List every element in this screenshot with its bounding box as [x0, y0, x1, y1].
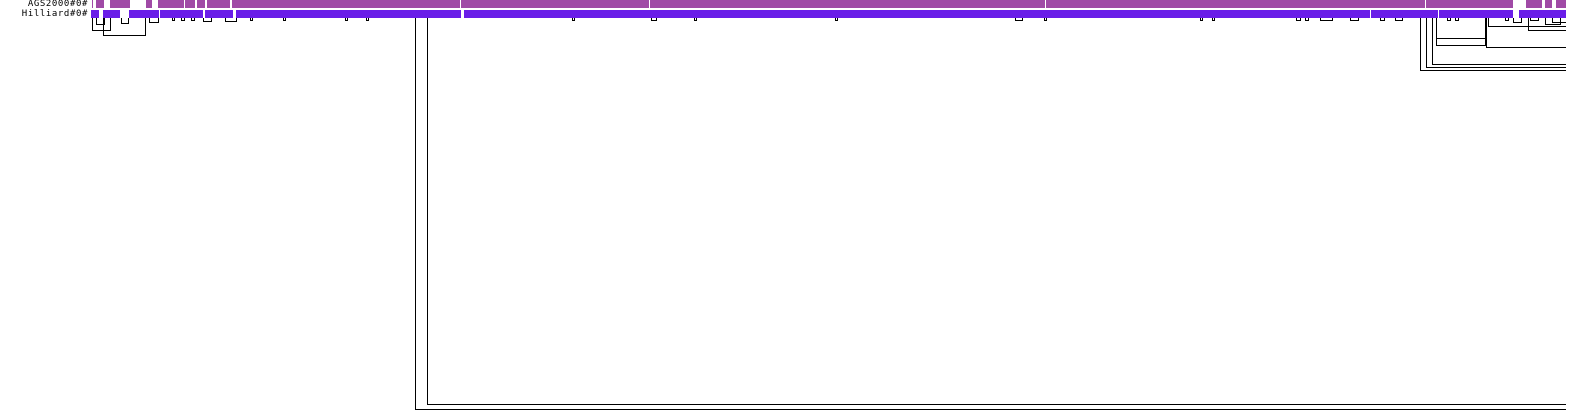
track-label-hilliard: Hilliard#0#	[21, 9, 88, 19]
alignment-link	[427, 18, 1566, 405]
alignment-link	[1545, 18, 1561, 25]
alignment-link	[225, 18, 237, 22]
ags2000-block	[461, 0, 649, 8]
hilliard-block-track	[91, 10, 1566, 18]
alignment-link	[1486, 18, 1566, 48]
alignment-link	[181, 18, 185, 21]
alignment-link	[651, 18, 657, 21]
ags2000-block	[1556, 0, 1566, 8]
alignment-link	[1426, 18, 1566, 68]
ags2000-block	[1426, 0, 1513, 8]
ags2000-block	[96, 0, 104, 8]
alignment-link	[283, 18, 286, 21]
ags2000-block	[207, 0, 230, 8]
alignment-link	[1395, 18, 1403, 21]
alignment-link	[835, 18, 838, 21]
hilliard-block	[236, 10, 461, 18]
alignment-link	[121, 18, 129, 24]
alignment-link	[1320, 18, 1333, 21]
alignment-link	[1447, 18, 1451, 21]
alignment-link	[250, 18, 253, 21]
alignment-link	[1552, 18, 1566, 23]
alignment-link	[572, 18, 575, 21]
alignment-link	[1296, 18, 1301, 21]
alignment-link	[191, 18, 195, 21]
alignment-link	[366, 18, 369, 21]
ags2000-block	[146, 0, 152, 8]
alignment-link	[1455, 18, 1459, 21]
alignment-link	[1432, 18, 1566, 65]
alignment-link	[92, 18, 111, 31]
alignment-link	[172, 18, 175, 21]
alignment-link	[1505, 18, 1509, 21]
alignment-link	[103, 18, 146, 36]
ags2000-block	[110, 0, 130, 8]
ags2000-block	[185, 0, 195, 8]
alignment-link	[1044, 18, 1047, 21]
alignment-link	[149, 18, 159, 23]
alignment-link	[1200, 18, 1203, 21]
alignment-link	[345, 18, 348, 21]
alignment-link	[694, 18, 697, 21]
ags2000-block	[1545, 0, 1552, 8]
hilliard-block	[464, 10, 1370, 18]
alignment-link	[1212, 18, 1215, 21]
alignment-link	[96, 18, 105, 25]
ags2000-block	[158, 0, 184, 8]
alignment-link	[1436, 18, 1486, 39]
alignment-link	[415, 18, 1566, 410]
ags2000-block-track	[92, 0, 1566, 8]
track-label-ags2000: AGS2000#0#	[27, 0, 88, 9]
alignment-link	[1528, 18, 1566, 31]
ags2000-block	[92, 0, 93, 8]
hilliard-block	[1439, 10, 1513, 18]
hilliard-block	[160, 10, 203, 18]
ags2000-block	[650, 0, 1045, 8]
alignment-link	[1513, 18, 1522, 23]
hilliard-block	[91, 10, 99, 18]
alignment-link	[1350, 18, 1359, 21]
alignment-link	[1488, 18, 1566, 27]
ags2000-block	[1046, 0, 1425, 8]
alignment-link	[203, 18, 212, 22]
hilliard-block	[103, 10, 120, 18]
alignment-link	[1380, 18, 1385, 21]
alignment-link	[1530, 18, 1539, 21]
ags2000-block	[232, 0, 460, 8]
hilliard-block	[1371, 10, 1438, 18]
ags2000-block	[197, 0, 205, 8]
hilliard-block	[129, 10, 159, 18]
ags2000-block	[1526, 0, 1542, 8]
alignment-link	[1305, 18, 1309, 21]
alignment-links	[92, 18, 1566, 410]
hilliard-block	[1519, 10, 1566, 18]
hilliard-block	[205, 10, 233, 18]
alignment-link	[1015, 18, 1023, 21]
alignment-link	[1420, 18, 1566, 71]
alignment-link	[1436, 18, 1486, 46]
